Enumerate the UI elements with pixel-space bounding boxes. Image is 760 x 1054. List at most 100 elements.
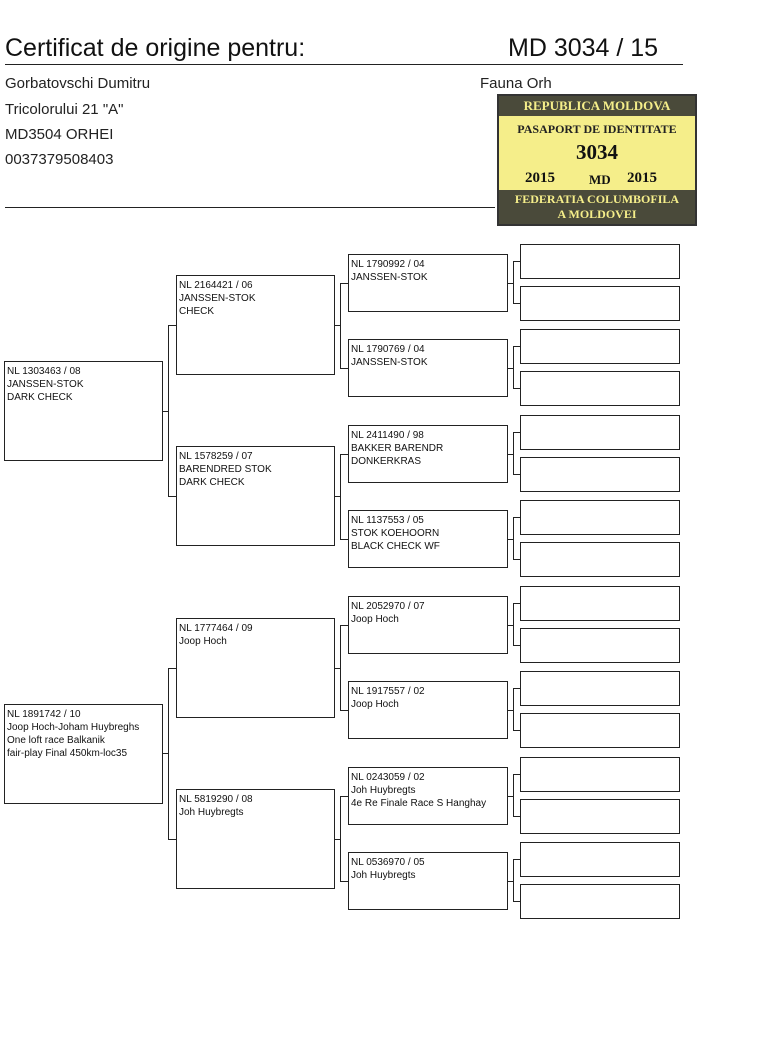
pedigree-gen4-box [520, 500, 680, 535]
pedigree-gen4-box [520, 757, 680, 792]
owner-phone: 0037379508403 [5, 151, 114, 168]
connector [513, 559, 520, 560]
connector [340, 796, 349, 797]
pedigree-line: CHECK [179, 306, 215, 317]
pedigree-gen4-box [520, 415, 680, 450]
owner-city: MD3504 ORHEI [5, 126, 114, 143]
pedigree-gen4-box [520, 371, 680, 406]
ring-number: NL 5819290 / 08 [179, 794, 253, 805]
pedigree-gen3-1: NL 1790992 / 04 JANSSEN-STOK [348, 254, 508, 312]
pedigree-line: Joop Hoch-Joham Huybreghs [7, 722, 140, 733]
pedigree-gen4-box [520, 884, 680, 919]
owner-name: Gorbatovschi Dumitru [5, 75, 151, 92]
connector [340, 881, 349, 882]
pedigree-line: fair-play Final 450km-loc35 [7, 748, 128, 759]
pedigree-line: Joh Huybregts [179, 807, 244, 818]
pedigree-line: BARENDRED STOK [179, 464, 272, 475]
connector [507, 368, 513, 369]
connector [168, 839, 177, 840]
connector [513, 859, 514, 902]
pedigree-gen3-4: NL 1137553 / 05 STOK KOEHOORN BLACK CHEC… [348, 510, 508, 568]
pedigree-line: Joh Huybregts [351, 870, 416, 881]
connector [334, 668, 340, 669]
pedigree-line: JANSSEN-STOK [351, 357, 428, 368]
pedigree-gen3-8: NL 0536970 / 05 Joh Huybregts [348, 852, 508, 910]
connector [340, 368, 349, 369]
connector [513, 346, 514, 389]
stamp-federation: FEDERATIA COLUMBOFILA A MOLDOVEI [499, 190, 695, 224]
pedigree-gen4-box [520, 671, 680, 706]
pedigree-line: BLACK CHECK WF [351, 541, 440, 552]
pedigree-gen4-box [520, 586, 680, 621]
connector [513, 859, 520, 860]
pedigree-gen3-5: NL 2052970 / 07 Joop Hoch [348, 596, 508, 654]
pedigree-gen4-box [520, 628, 680, 663]
header-divider [5, 64, 683, 65]
connector [507, 283, 513, 284]
ring-number: NL 1777464 / 09 [179, 623, 253, 634]
pedigree-gen3-6: NL 1917557 / 02 Joop Hoch [348, 681, 508, 739]
connector [340, 454, 349, 455]
section-divider [5, 207, 495, 208]
stamp-number: 3034 [576, 140, 618, 164]
stamp-federation-line1: FEDERATIA COLUMBOFILA [514, 192, 680, 206]
pedigree-gen3-2: NL 1790769 / 04 JANSSEN-STOK [348, 339, 508, 397]
ring-number: NL 1578259 / 07 [179, 451, 253, 462]
ring-number: NL 0243059 / 02 [351, 772, 425, 783]
owner-address: Tricolorului 21 "A" [5, 101, 124, 118]
pedigree-gen4-box [520, 799, 680, 834]
connector [168, 325, 169, 497]
connector [340, 283, 349, 284]
pedigree-gen4-box [520, 457, 680, 492]
connector [340, 796, 341, 882]
ring-number: NL 1790769 / 04 [351, 344, 425, 355]
pedigree-line: BAKKER BARENDR [351, 443, 444, 454]
pedigree-line: Joop Hoch [179, 636, 227, 647]
connector [513, 816, 520, 817]
pedigree-gen4-box [520, 244, 680, 279]
connector [513, 901, 520, 902]
ring-number: NL 1303463 / 08 [7, 366, 81, 377]
connector [168, 496, 177, 497]
pedigree-line: Joh Huybregts [351, 785, 416, 796]
connector [507, 454, 513, 455]
connector [513, 388, 520, 389]
stamp-year-left: 2015 [525, 170, 555, 186]
pedigree-line: One loft race Balkanik [7, 735, 105, 746]
connector [513, 432, 514, 475]
connector [507, 796, 513, 797]
loft-name: Fauna Orh [480, 75, 552, 92]
connector [334, 325, 340, 326]
connector [513, 517, 520, 518]
connector [168, 668, 169, 840]
pedigree-gen3-3: NL 2411490 / 98 BAKKER BARENDR DONKERKRA… [348, 425, 508, 483]
pedigree-gen4-box [520, 842, 680, 877]
pedigree-gen3-7: NL 0243059 / 02 Joh Huybregts 4e Re Fina… [348, 767, 508, 825]
pedigree-sire-sire: NL 2164421 / 06 JANSSEN-STOK CHECK [176, 275, 335, 375]
pedigree-dam-dam: NL 5819290 / 08 Joh Huybregts [176, 789, 335, 889]
ring-number: NL 0536970 / 05 [351, 857, 425, 868]
connector [340, 454, 341, 540]
pedigree-gen4-box [520, 542, 680, 577]
connector [334, 496, 340, 497]
pedigree-line: JANSSEN-STOK [7, 379, 84, 390]
ring-number: NL 2411490 / 98 [351, 430, 424, 441]
connector [513, 603, 514, 646]
connector [507, 625, 513, 626]
connector [513, 688, 514, 731]
connector [513, 774, 520, 775]
stamp-document: PASAPORT DE IDENTITATE [517, 122, 677, 136]
pedigree-line: Joop Hoch [351, 699, 399, 710]
certificate-number: MD 3034 / 15 [508, 34, 659, 62]
connector [513, 261, 520, 262]
connector [513, 432, 520, 433]
connector [168, 325, 177, 326]
ring-number: NL 1790992 / 04 [351, 259, 425, 270]
pedigree-sire: NL 1303463 / 08 JANSSEN-STOK DARK CHECK [4, 361, 163, 461]
ring-number: NL 1137553 / 05 [351, 515, 424, 526]
pedigree-gen4-box [520, 713, 680, 748]
connector [162, 411, 168, 412]
pedigree-line: STOK KOEHOORN [351, 528, 440, 539]
stamp-federation-line2: A MOLDOVEI [557, 207, 637, 221]
ring-number: NL 1891742 / 10 [7, 709, 81, 720]
